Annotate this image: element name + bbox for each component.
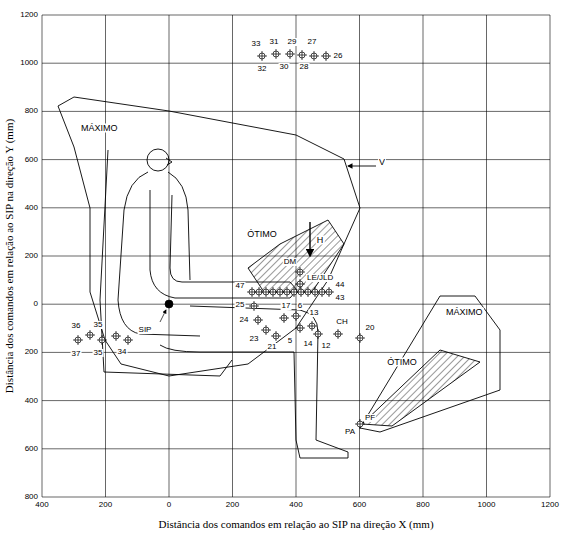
sip-dot xyxy=(165,300,173,308)
callout-number: 13 xyxy=(309,309,320,317)
tick-label: 400 xyxy=(34,501,49,509)
tick-label: 600 xyxy=(24,156,39,164)
point-cross xyxy=(257,51,267,61)
arrow-label: H xyxy=(316,236,325,245)
callout-number: 37 xyxy=(71,350,82,358)
tick-label: 800 xyxy=(24,493,39,501)
tick-label: 600 xyxy=(352,501,367,509)
callout-number: 21 xyxy=(267,343,278,351)
point-cross xyxy=(123,335,133,345)
tick-label: 800 xyxy=(415,501,430,509)
tick-label: 200 xyxy=(24,252,39,260)
callout-number: 26 xyxy=(333,52,344,60)
tick-label: 600 xyxy=(24,445,39,453)
control-label: PF xyxy=(364,414,376,422)
callout-number: 20 xyxy=(365,324,376,332)
reach-envelopes xyxy=(58,97,500,432)
callout-number: 14 xyxy=(303,340,314,348)
point-cross xyxy=(85,330,95,340)
callout-number: 30 xyxy=(279,63,290,71)
point-cross xyxy=(309,51,319,61)
tick-label: 400 xyxy=(24,204,39,212)
callout-number: 29 xyxy=(287,38,298,46)
point-cross xyxy=(271,331,281,341)
point-cross xyxy=(333,329,343,339)
callout-number: 24 xyxy=(239,316,250,324)
v-arrow xyxy=(348,166,376,167)
point-cross xyxy=(111,331,121,341)
tick-label: 400 xyxy=(24,397,39,405)
control-label: CH xyxy=(335,318,349,326)
h-arrow xyxy=(309,222,310,256)
point-cross xyxy=(261,325,271,335)
control-label: LE/JLD xyxy=(306,274,334,282)
callout-number: 34 xyxy=(117,348,128,356)
point-cross xyxy=(279,313,289,323)
region-label: MÁXIMO xyxy=(445,308,484,317)
tick-label: 200 xyxy=(225,501,240,509)
callout-number: 25 xyxy=(235,301,246,309)
point-cross xyxy=(295,323,305,333)
callout-number: 32 xyxy=(257,65,268,73)
point-cross xyxy=(321,51,331,61)
seated-figure xyxy=(100,149,348,458)
axis-title: Distância dos comandos em relação ao SIP… xyxy=(157,519,434,530)
tick-label: 1200 xyxy=(19,11,39,19)
callout-number: 5 xyxy=(287,337,293,345)
tick-label: 1000 xyxy=(19,59,39,67)
point-cross xyxy=(285,49,295,59)
callout-number: 27 xyxy=(307,38,318,46)
control-label: PA xyxy=(344,428,356,436)
max-envelope-foot xyxy=(360,296,500,432)
point-cross xyxy=(313,329,323,339)
tick-label: 400 xyxy=(288,501,303,509)
callout-number: 12 xyxy=(321,342,332,350)
grid xyxy=(42,15,550,497)
callout-number: 33 xyxy=(251,40,262,48)
tick-label: 1000 xyxy=(477,501,497,509)
callout-number: 23 xyxy=(249,335,260,343)
tick-label: 1200 xyxy=(540,501,560,509)
point-cross xyxy=(291,311,301,321)
point-cross xyxy=(271,49,281,59)
point-cross xyxy=(295,267,305,277)
point-cross xyxy=(355,333,365,343)
point-cross xyxy=(324,287,334,297)
callout-number: 35 xyxy=(93,349,104,357)
tick-label: 200 xyxy=(24,348,39,356)
point-cross xyxy=(307,321,317,331)
callout-number: 43 xyxy=(335,294,346,302)
axis-title: Distância dos comandos em relação ao SIP… xyxy=(4,118,15,394)
control-label: DM xyxy=(283,258,297,266)
tick-label: 200 xyxy=(98,501,113,509)
callout-number: 35 xyxy=(93,321,104,329)
control-points xyxy=(160,300,173,322)
callout-number: 44 xyxy=(335,281,346,289)
callout-number: 47 xyxy=(235,282,246,290)
point-cross xyxy=(253,315,263,325)
optimum-region-foot xyxy=(362,350,480,426)
callout-number: 28 xyxy=(299,63,310,71)
tick-label: 0 xyxy=(166,501,172,509)
tick-label: 800 xyxy=(24,107,39,115)
arrow-label: V xyxy=(378,158,386,167)
point-cross xyxy=(73,335,83,345)
region-label: ÓTIMO xyxy=(386,358,418,367)
point-cross xyxy=(249,301,259,311)
max-envelope xyxy=(58,97,360,376)
region-label: ÓTIMO xyxy=(246,230,278,239)
callout-number: 17 xyxy=(281,302,292,310)
control-label: SIP xyxy=(138,326,153,334)
region-label: MÁXIMO xyxy=(80,124,119,133)
point-markers xyxy=(73,49,365,429)
callout-number: 31 xyxy=(269,38,280,46)
point-cross xyxy=(97,335,107,345)
callout-number: 36 xyxy=(71,322,82,330)
callout-number: 6 xyxy=(297,302,303,310)
point-cross xyxy=(295,279,305,289)
tick-label: 0 xyxy=(33,300,39,308)
point-cross xyxy=(297,50,307,60)
